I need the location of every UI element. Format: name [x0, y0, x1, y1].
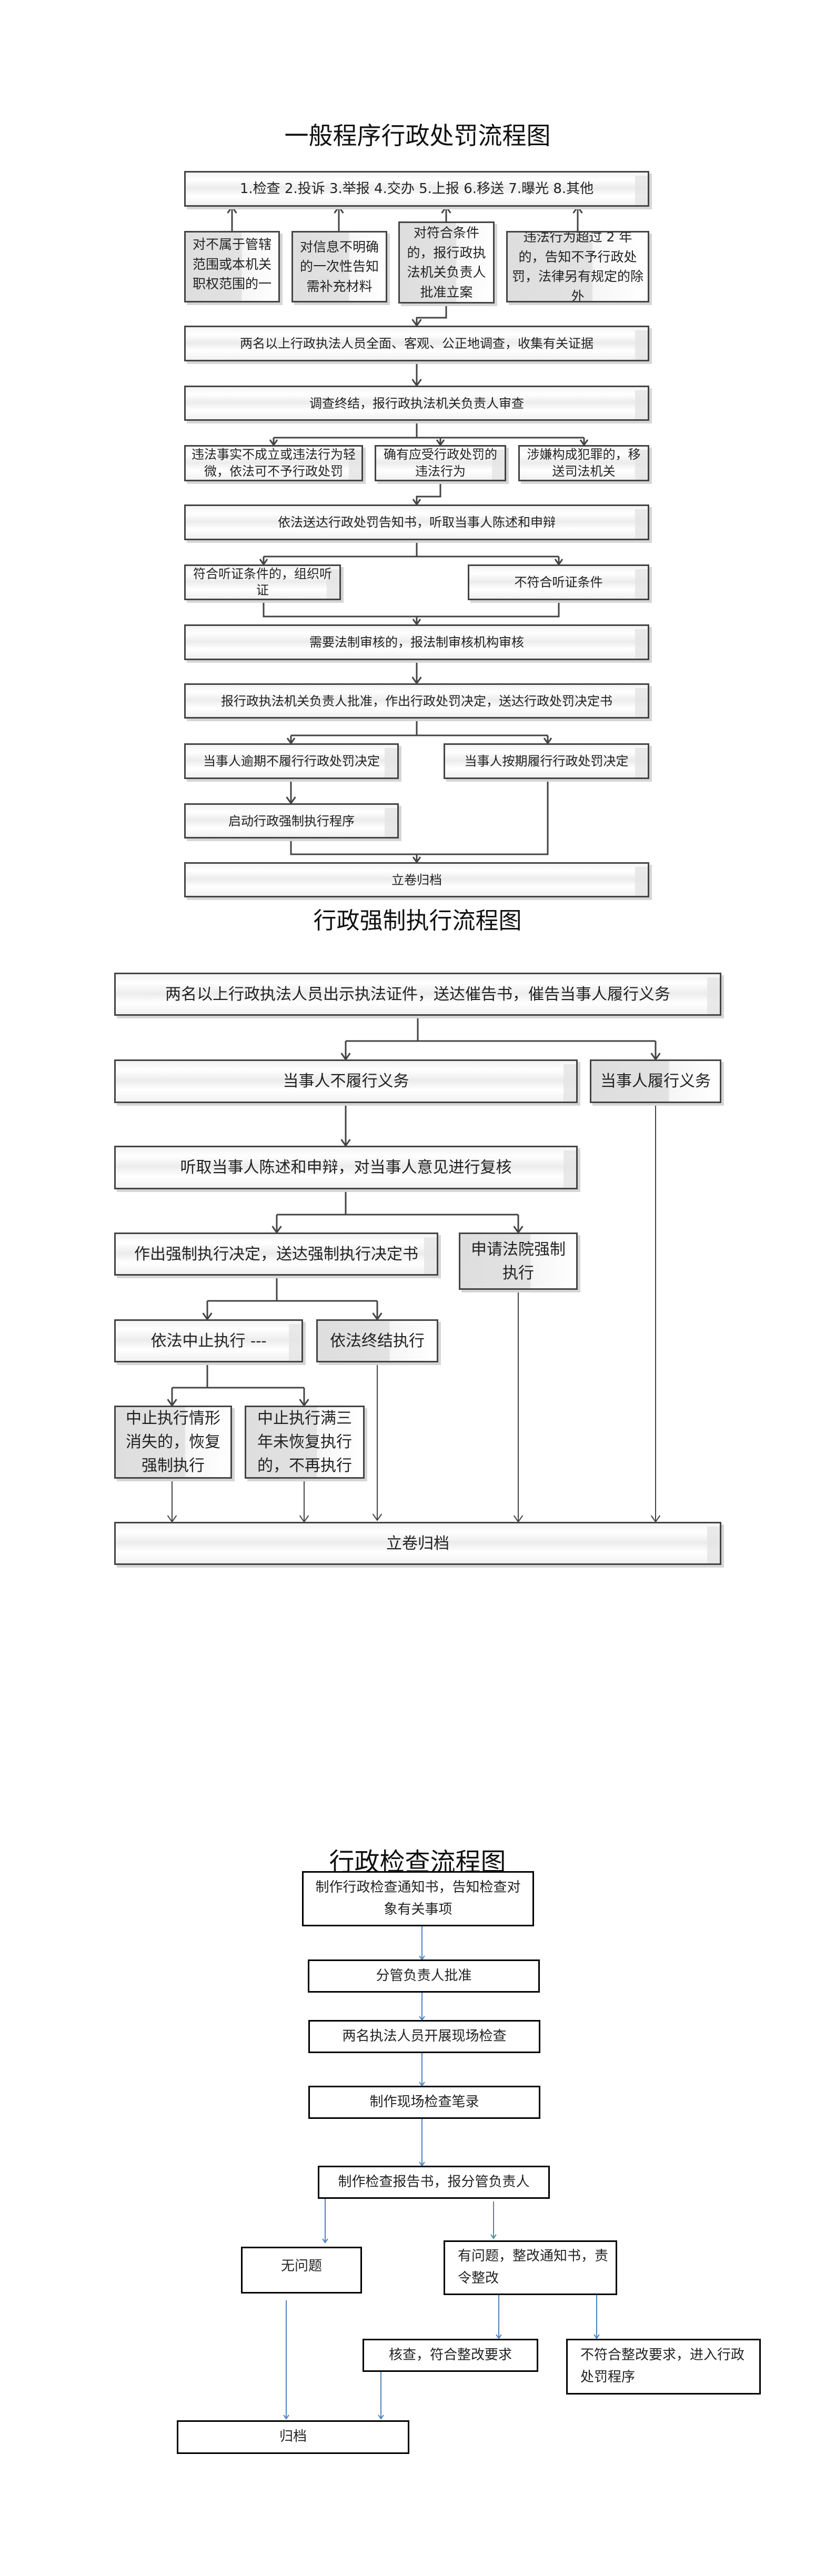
insp-problem-text: 有问题，整改通知书，责令整改 — [458, 2248, 609, 2286]
arrowhead-icon — [283, 2415, 289, 2420]
archive-box: 立卷归档 — [184, 862, 649, 897]
insp-archive-text: 归档 — [279, 2429, 307, 2445]
enf-not-fulfilled-box: 当事人不履行义务 — [114, 1059, 578, 1103]
unclear-info-text: 对信息不明确的一次性告知需补充材料 — [299, 239, 379, 294]
unclear-info-box: 对信息不明确的一次性告知需补充材料 — [291, 231, 387, 302]
enf-resume-box: 中止执行情形消失的，恢复强制执行 — [114, 1406, 232, 1479]
insp-inspect-text: 两名执法人员开展现场检查 — [342, 2028, 507, 2044]
enf-decision-box: 作出强制执行决定，送达强制执行决定书 — [114, 1233, 438, 1276]
over-two-years-box: 违法行为超过 2 年的，告知不予行政处罚，法律另有规定的除外 — [506, 231, 649, 302]
arrowhead-icon — [322, 2238, 328, 2244]
connector-line — [416, 304, 447, 326]
insp-notice-box: 制作行政检查通知书，告知检查对象有关事项 — [302, 1871, 534, 1926]
enf-decision-text: 作出强制执行决定，送达强制执行决定书 — [134, 1245, 418, 1264]
insp-report-box: 制作检查报告书，报分管负责人 — [318, 2166, 550, 2199]
criminal-transfer-text: 涉嫌构成犯罪的，移送司法机关 — [527, 447, 641, 479]
insp-not-verified-text: 不符合整改要求，进入行政处罚程序 — [580, 2347, 745, 2385]
enf-archive-text: 立卷归档 — [386, 1534, 449, 1553]
insp-no-problem-text: 无问题 — [280, 2258, 322, 2274]
no-penalty-text: 违法事实不成立或违法行为轻微，依法可不予行政处罚 — [192, 447, 356, 479]
enf-notify-box: 两名以上行政执法人员出示执法证件，送达催告书，催告当事人履行义务 — [114, 973, 721, 1016]
arrowhead-icon — [572, 205, 583, 214]
insp-approve-box: 分管负责人批准 — [308, 1959, 540, 1993]
decision-box: 报行政执法机关负责人批准，作出行政处罚决定，送达行政处罚决定书 — [184, 683, 649, 719]
out-of-jurisdiction-box: 对不属于管辖范围或本机关职权范围的一 — [184, 231, 280, 302]
enf-no-resume-text: 中止执行满三年未恢复执行的，不再执行 — [257, 1409, 352, 1475]
out-of-jurisdiction-text: 对不属于管辖范围或本机关职权范围的一 — [192, 237, 271, 291]
enf-court-text: 申请法院强制执行 — [471, 1240, 566, 1282]
overdue-text: 当事人逾期不履行行政处罚决定 — [203, 754, 380, 769]
insp-verified-text: 核查，符合整改要求 — [388, 2347, 512, 2363]
connector-line — [263, 600, 560, 618]
over-two-years-text: 违法行为超过 2 年的，告知不予行政处罚，法律另有规定的除外 — [512, 231, 644, 302]
enf-suspend-box: 依法中止执行 --- — [114, 1319, 303, 1362]
investigate-box: 两名以上行政执法人员全面、客观、公正地调查，收集有关证据 — [184, 326, 649, 361]
enf-hearing-box: 听取当事人陈述和申辩，对当事人意见进行复核 — [114, 1146, 578, 1189]
enf-court-box: 申请法院强制执行 — [459, 1233, 578, 1290]
file-case-text: 对符合条件的，报行政执法机关负责人批准立案 — [407, 225, 486, 300]
investigate-text: 两名以上行政执法人员全面、客观、公正地调查，收集有关证据 — [240, 336, 593, 351]
arrowhead-icon — [227, 205, 237, 214]
enforce-box: 启动行政强制执行程序 — [184, 803, 399, 839]
enf-hearing-text: 听取当事人陈述和申辩，对当事人意见进行复核 — [180, 1158, 512, 1177]
review-box: 调查终结，报行政执法机关负责人审查 — [184, 386, 649, 421]
insp-no-problem-box: 无问题 — [241, 2247, 362, 2294]
hearing-yes-text: 符合听证条件的，组织听证 — [193, 566, 332, 598]
file-case-box: 对符合条件的，报行政执法机关负责人批准立案 — [398, 221, 495, 304]
enf-terminate-text: 依法终结执行 — [330, 1331, 425, 1350]
enf-terminate-box: 依法终结执行 — [316, 1319, 438, 1362]
insp-approve-text: 分管负责人批准 — [376, 1967, 472, 1984]
hearing-no-box: 不符合听证条件 — [468, 564, 649, 600]
comply-box: 当事人按期履行行政处罚决定 — [444, 743, 649, 779]
enf-fulfilled-box: 当事人履行义务 — [590, 1059, 721, 1103]
enf-not-fulfilled-text: 当事人不履行义务 — [283, 1072, 409, 1090]
penalty-due-text: 确有应受行政处罚的违法行为 — [384, 447, 497, 479]
notice-text: 依法送达行政处罚告知书，听取当事人陈述和申辩 — [278, 515, 556, 530]
case-sources-box: 1.检查 2.投诉 3.举报 4.交办 5.上报 6.移送 7.曝光 8.其他 — [184, 171, 649, 207]
insp-report-text: 制作检查报告书，报分管负责人 — [338, 2174, 530, 2190]
general-procedure-title: 一般程序行政处罚流程图 — [284, 122, 551, 150]
enf-resume-text: 中止执行情形消失的，恢复强制执行 — [126, 1409, 220, 1475]
enf-suspend-text: 依法中止执行 --- — [150, 1331, 267, 1350]
insp-archive-box: 归档 — [177, 2420, 409, 2454]
enf-fulfilled-text: 当事人履行义务 — [600, 1072, 711, 1090]
connector-line — [290, 779, 549, 855]
insp-not-verified-box: 不符合整改要求，进入行政处罚程序 — [566, 2339, 761, 2395]
enf-notify-text: 两名以上行政执法人员出示执法证件，送达催告书，催告当事人履行义务 — [165, 985, 670, 1004]
arrowhead-icon — [490, 2234, 497, 2239]
comply-text: 当事人按期履行行政处罚决定 — [464, 754, 629, 769]
arrowhead-icon — [593, 2334, 600, 2339]
insp-verified-box: 核查，符合整改要求 — [363, 2339, 538, 2372]
enforce-text: 启动行政强制执行程序 — [228, 813, 355, 829]
hearing-yes-box: 符合听证条件的，组织听证 — [184, 564, 341, 600]
review-text: 调查终结，报行政执法机关负责人审查 — [309, 396, 524, 411]
legal-review-box: 需要法制审核的，报法制审核机构审核 — [184, 624, 649, 660]
arrowhead-icon — [334, 205, 344, 214]
insp-problem-box: 有问题，整改通知书，责令整改 — [444, 2240, 617, 2295]
enf-no-resume-box: 中止执行满三年未恢复执行的，不再执行 — [245, 1406, 365, 1479]
penalty-due-box: 确有应受行政处罚的违法行为 — [375, 445, 506, 481]
arrowhead-icon — [496, 2334, 502, 2339]
enforcement-title: 行政强制执行流程图 — [313, 907, 522, 934]
archive-text: 立卷归档 — [391, 872, 442, 887]
criminal-transfer-box: 涉嫌构成犯罪的，移送司法机关 — [518, 445, 649, 481]
notice-box: 依法送达行政处罚告知书，听取当事人陈述和申辩 — [184, 504, 649, 540]
arrowhead-icon — [378, 2415, 384, 2420]
legal-review-text: 需要法制审核的，报法制审核机构审核 — [309, 635, 524, 650]
no-penalty-box: 违法事实不成立或违法行为轻微，依法可不予行政处罚 — [184, 445, 363, 481]
insp-inspect-box: 两名执法人员开展现场检查 — [308, 2020, 540, 2053]
insp-record-box: 制作现场检查笔录 — [308, 2086, 540, 2119]
hearing-no-text: 不符合听证条件 — [514, 575, 603, 590]
overdue-box: 当事人逾期不履行行政处罚决定 — [184, 743, 399, 779]
case-sources-text: 1.检查 2.投诉 3.举报 4.交办 5.上报 6.移送 7.曝光 8.其他 — [239, 180, 594, 197]
connector-line — [416, 481, 441, 504]
insp-record-text: 制作现场检查笔录 — [369, 2094, 479, 2110]
arrowhead-icon — [372, 1513, 383, 1521]
decision-text: 报行政执法机关负责人批准，作出行政处罚决定，送达行政处罚决定书 — [221, 693, 612, 709]
enf-archive-box: 立卷归档 — [114, 1522, 721, 1565]
insp-notice-text: 制作行政检查通知书，告知检查对象有关事项 — [315, 1879, 521, 1917]
arrowhead-icon — [441, 205, 451, 214]
